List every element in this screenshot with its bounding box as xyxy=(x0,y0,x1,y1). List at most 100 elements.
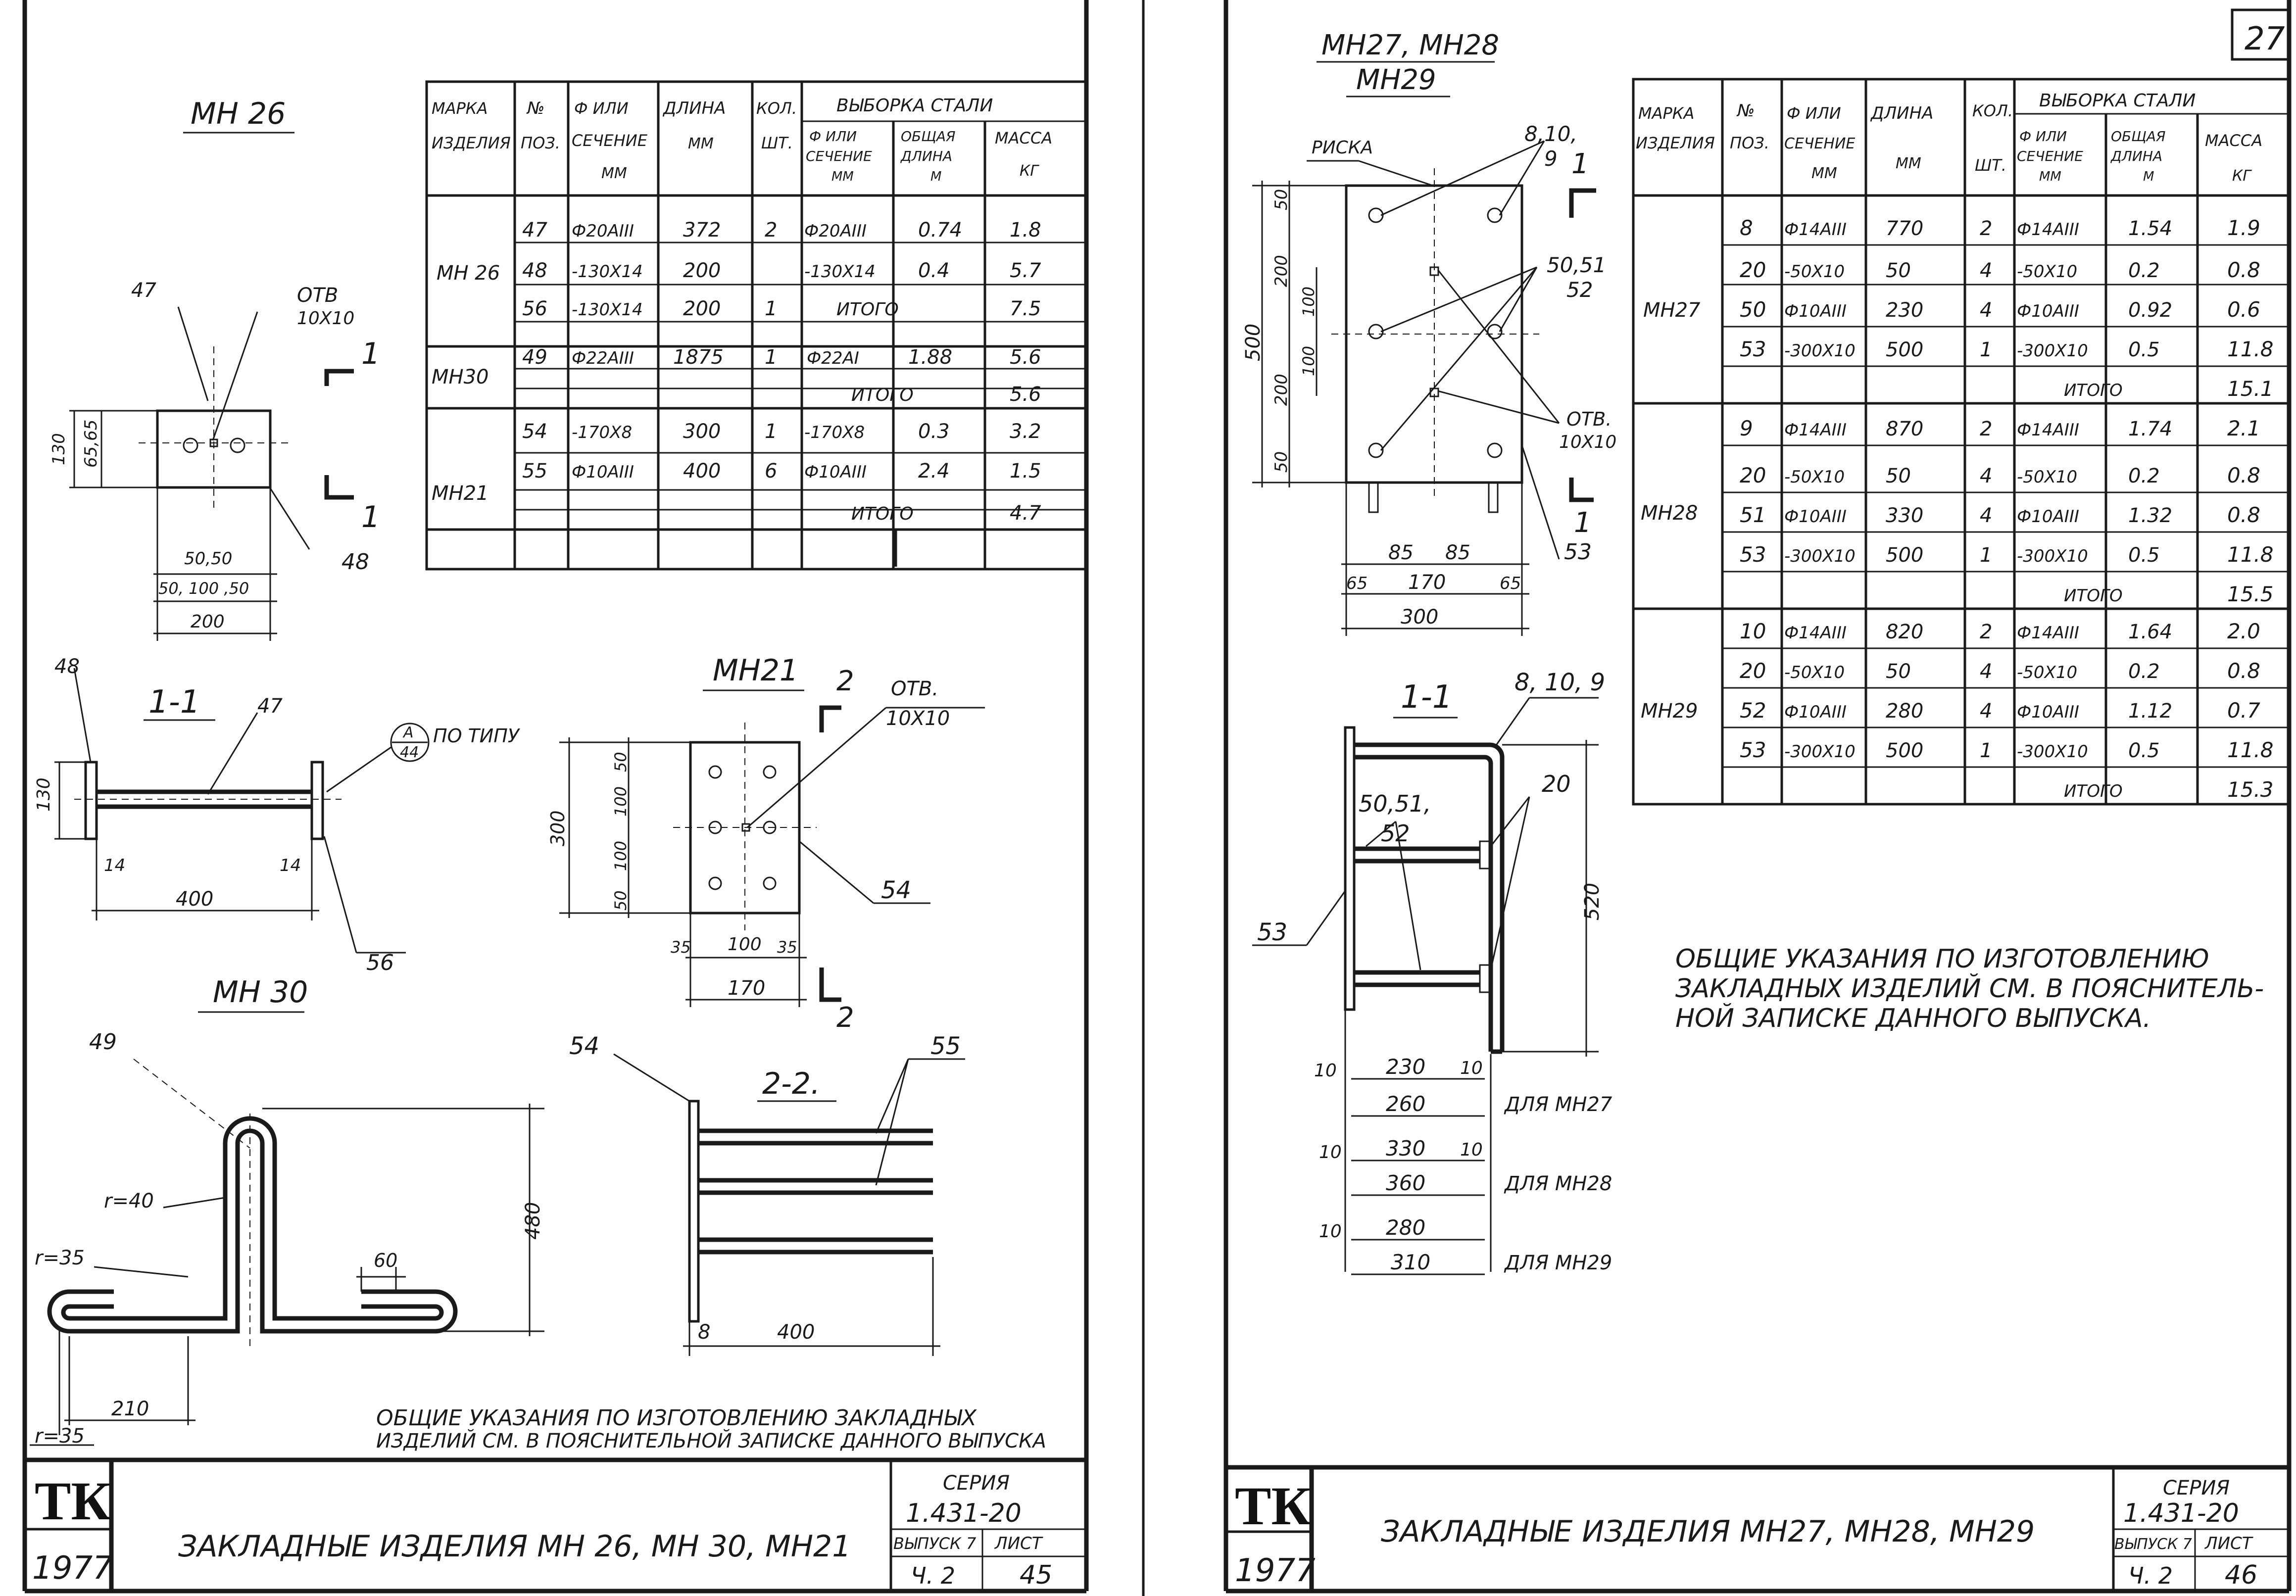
note-line-1: ОБЩИЕ УКАЗАНИЯ ПО ИЗГОТОВЛЕНИЮ ЗАКЛАДНЫХ xyxy=(376,1405,977,1431)
svg-text:35: 35 xyxy=(777,938,797,957)
svg-text:50,51: 50,51 xyxy=(1547,253,1606,277)
svg-text:500: 500 xyxy=(1242,324,1265,361)
svg-text:Ф22АIII: Ф22АIII xyxy=(572,348,634,368)
title-block-45: ТК 1977 ЗАКЛАДНЫЕ ИЗДЕЛИЯ МН 26, МН 30, … xyxy=(25,1457,1086,1591)
svg-text:54: 54 xyxy=(881,876,911,904)
cell-mass: 0.6 xyxy=(2227,297,2260,322)
svg-text:300: 300 xyxy=(683,420,721,443)
svg-text:50: 50 xyxy=(611,890,630,911)
cell-total-length: 0.2 xyxy=(2128,465,2160,487)
svg-text:100: 100 xyxy=(1299,346,1318,376)
issue-value: Ч. 2 xyxy=(2128,1562,2173,1589)
svg-text:Ф ИЛИ: Ф ИЛИ xyxy=(1787,104,1841,123)
svg-text:100: 100 xyxy=(611,786,630,817)
cell-total-length: 0.92 xyxy=(2128,299,2172,322)
svg-text:14: 14 xyxy=(104,856,125,875)
cell-qty: 4 xyxy=(1980,259,1992,282)
cell-steel-section: -50Х10 xyxy=(2017,663,2077,682)
svg-text:МАРКА: МАРКА xyxy=(1638,104,1694,123)
svg-text:r=40: r=40 xyxy=(104,1190,154,1212)
cell-mass: 2.0 xyxy=(2227,619,2260,643)
cell-steel-section: -50Х10 xyxy=(2017,467,2077,487)
svg-text:35: 35 xyxy=(671,938,691,957)
svg-text:ДЛЯ МН29: ДЛЯ МН29 xyxy=(1504,1252,1612,1274)
svg-text:1: 1 xyxy=(361,337,380,371)
hdr-qty-2: ШТ. xyxy=(761,134,793,152)
mark-mn26: МН 26 xyxy=(437,262,500,285)
cell-steel-section: Ф14АIII xyxy=(2017,420,2079,440)
svg-text:ПОЗ.: ПОЗ. xyxy=(1730,134,1769,152)
table-border xyxy=(425,80,1088,571)
svg-text:1: 1 xyxy=(765,297,777,320)
svg-text:6: 6 xyxy=(765,460,777,483)
cell-steel-section: -300Х10 xyxy=(2017,546,2088,566)
svg-text:48: 48 xyxy=(342,549,369,575)
cell-section: -50Х10 xyxy=(1784,262,1845,282)
svg-text:200: 200 xyxy=(1271,255,1291,287)
issue-label: ВЫПУСК 7 xyxy=(2114,1536,2192,1553)
cell-steel-section: -50Х10 xyxy=(2017,262,2077,282)
svg-text:ОТВ: ОТВ xyxy=(297,284,338,307)
svg-text:200: 200 xyxy=(191,612,225,632)
mark-mn28: МН28 xyxy=(1641,502,1698,525)
svg-text:10Х10: 10Х10 xyxy=(886,707,950,730)
svg-text:7.5: 7.5 xyxy=(1010,297,1041,320)
table-row: 56 -130Х14 200 1 ИТОГО 7.5 xyxy=(522,297,1041,320)
svg-text:1: 1 xyxy=(1574,507,1592,539)
cell-section: -300Х10 xyxy=(1784,742,1856,762)
svg-text:230: 230 xyxy=(1386,1055,1425,1079)
svg-text:14: 14 xyxy=(280,856,301,875)
drawing-mn27-plan: МН27, МН28 МН29 РИСКА xyxy=(1242,29,1616,636)
title-mn30: МН 30 xyxy=(213,975,308,1010)
cell-section: Ф14АIII xyxy=(1784,420,1847,440)
svg-text:-130Х14: -130Х14 xyxy=(804,262,876,282)
sheet-label: ЛИСТ xyxy=(2204,1534,2253,1553)
drawing-section-2-2: 2-2. 54 55 8 400 xyxy=(569,1032,965,1356)
svg-text:1.5: 1.5 xyxy=(1010,460,1041,483)
svg-text:20: 20 xyxy=(1542,771,1571,797)
svg-text:Ф10АIII: Ф10АIII xyxy=(804,462,867,482)
svg-text:100: 100 xyxy=(1299,287,1318,317)
svg-text:1: 1 xyxy=(361,500,380,534)
svg-text:ДЛЯ МН28: ДЛЯ МН28 xyxy=(1504,1172,1612,1195)
cell-steel-section: ИТОГО xyxy=(2064,586,2123,606)
svg-text:1875: 1875 xyxy=(673,346,724,369)
svg-text:ОБЩАЯ: ОБЩАЯ xyxy=(2111,128,2165,145)
cell-length: 500 xyxy=(1886,339,1923,361)
svg-text:47: 47 xyxy=(257,695,283,718)
cell-length: 280 xyxy=(1886,700,1923,723)
cell-section: -50Х10 xyxy=(1784,467,1845,487)
table-row: 55 Ф10АIII 400 6 Ф10АIII 2.4 1.5 xyxy=(522,460,1041,483)
svg-text:ДЛИНА: ДЛИНА xyxy=(2110,148,2162,164)
cell-length: 820 xyxy=(1886,621,1923,643)
svg-text:0.3: 0.3 xyxy=(918,420,950,443)
svg-text:54: 54 xyxy=(569,1032,599,1060)
issue-value: Ч. 2 xyxy=(911,1562,955,1589)
svg-text:49: 49 xyxy=(522,346,547,369)
cell-qty: 4 xyxy=(1980,504,1992,527)
svg-text:56: 56 xyxy=(522,297,547,320)
svg-text:56: 56 xyxy=(366,950,394,975)
cell-total-length: 0.2 xyxy=(2128,660,2160,683)
drawing-section-1-1: 1-1 48 47 56 А 44 ПО ТИПУ 130 xyxy=(34,655,521,975)
page-box xyxy=(2231,8,2291,61)
svg-text:48: 48 xyxy=(54,655,80,678)
svg-text:55: 55 xyxy=(522,460,547,483)
cell-length: 500 xyxy=(1886,544,1923,567)
svg-text:ОТВ.: ОТВ. xyxy=(891,677,938,700)
hdr-total-3: М xyxy=(930,169,941,184)
svg-text:ВЫБОРКА СТАЛИ: ВЫБОРКА СТАЛИ xyxy=(2039,91,2196,111)
cell-section: Ф10АIII xyxy=(1784,301,1847,321)
cell-mass: 0.8 xyxy=(2227,503,2260,527)
cell-steel-section: Ф10АIII xyxy=(2017,301,2079,321)
cell-mass: 0.8 xyxy=(2227,463,2260,487)
svg-text:130: 130 xyxy=(34,777,54,812)
drawing-section-1-1-right: 1-1 8, 10, 9 50,51, 52 20 53 xyxy=(1252,669,1612,1275)
hdr-steel-sec-2: СЕЧЕНИЕ xyxy=(806,148,872,164)
svg-text:210: 210 xyxy=(111,1398,149,1420)
svg-text:10Х10: 10Х10 xyxy=(1559,432,1616,452)
svg-text:0.4: 0.4 xyxy=(918,259,950,282)
sheet-title: ЗАКЛАДНЫЕ ИЗДЕЛИЯ МН 26, МН 30, МН21 xyxy=(178,1529,851,1564)
cell-mass: 0.8 xyxy=(2227,659,2260,683)
cell-pos: 50 xyxy=(1740,297,1766,322)
